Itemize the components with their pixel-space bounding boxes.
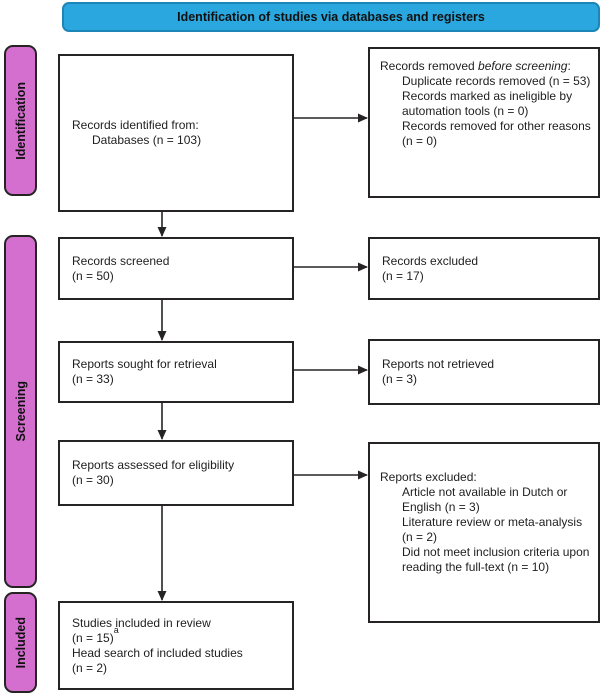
box-reports-sought: Reports sought for retrieval (n = 33) bbox=[58, 341, 294, 403]
box-records-removed: Records removed before screening: Duplic… bbox=[368, 47, 600, 198]
italic-phrase: before screening bbox=[478, 59, 568, 73]
box-line: Studies included in review bbox=[72, 615, 211, 630]
box-line: (n = 15)a bbox=[72, 624, 119, 645]
box-line: Records screened bbox=[72, 253, 170, 268]
box-line: (n = 2) bbox=[72, 660, 108, 675]
box-item: Records removed for other reasons (n = 0… bbox=[402, 119, 591, 148]
box-line: (n = 50) bbox=[72, 268, 114, 283]
box-reports-assessed: Reports assessed for eligibility (n = 30… bbox=[58, 440, 294, 506]
superscript-note: a bbox=[113, 624, 119, 635]
box-line: Databases (n = 103) bbox=[92, 133, 202, 147]
box-studies-included: Studies included in review (n = 15)a Hea… bbox=[58, 601, 294, 690]
box-records-identified: Records identified from: Databases (n = … bbox=[58, 54, 294, 212]
box-reports-excluded: Reports excluded: Article not available … bbox=[368, 442, 600, 623]
diagram-header: Identification of studies via databases … bbox=[62, 2, 600, 32]
box-line: Reports assessed for eligibility bbox=[72, 458, 235, 472]
box-intro: Reports excluded: bbox=[380, 470, 477, 484]
box-line: (n = 30) bbox=[72, 473, 114, 487]
box-line: Head search of included studies bbox=[72, 645, 243, 660]
box-line: Records excluded bbox=[382, 253, 479, 268]
stage-label-text: Included bbox=[13, 616, 28, 669]
box-line: Reports not retrieved bbox=[382, 357, 495, 371]
stage-label-screening: Screening bbox=[4, 235, 37, 588]
box-intro: Records removed before screening: bbox=[380, 59, 571, 73]
box-item: Records marked as ineligible by automati… bbox=[402, 89, 573, 118]
box-line: (n = 33) bbox=[72, 372, 114, 386]
box-line: (n = 3) bbox=[382, 372, 418, 386]
stage-label-included: Included bbox=[4, 592, 37, 693]
box-line: Records identified from: bbox=[72, 118, 199, 132]
box-item: Did not meet inclusion criteria upon rea… bbox=[402, 545, 590, 574]
box-records-excluded: Records excluded (n = 17) bbox=[368, 237, 600, 300]
stage-label-text: Screening bbox=[13, 381, 28, 442]
box-item: Duplicate records removed (n = 53) bbox=[402, 74, 591, 88]
box-item: Literature review or meta-analysis (n = … bbox=[402, 515, 583, 544]
stage-label-text: Identification bbox=[13, 81, 28, 160]
box-line: Reports sought for retrieval bbox=[72, 357, 217, 371]
stage-label-identification: Identification bbox=[4, 45, 37, 196]
box-item: Article not available in Dutch or Englis… bbox=[402, 485, 568, 514]
box-records-screened: Records screened (n = 50) bbox=[58, 237, 294, 300]
diagram-header-title: Identification of studies via databases … bbox=[177, 10, 485, 24]
box-reports-not-retrieved: Reports not retrieved (n = 3) bbox=[368, 339, 600, 405]
box-line: (n = 17) bbox=[382, 268, 424, 283]
